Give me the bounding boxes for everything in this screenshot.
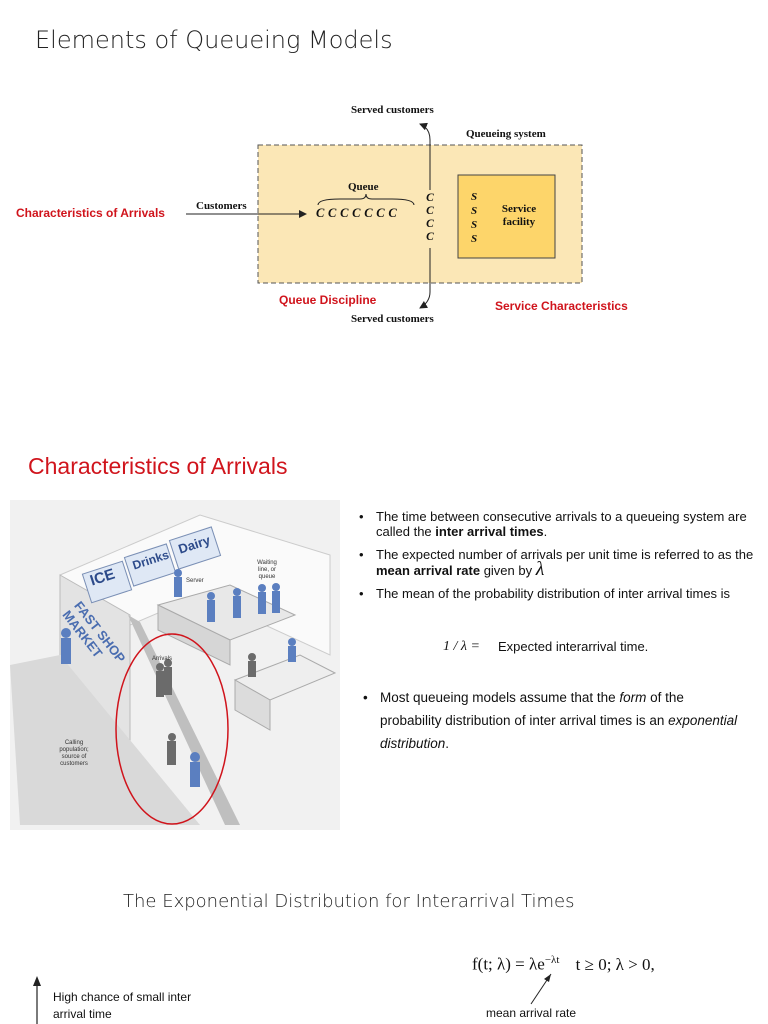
exponential-formula: f(t; λ) = λe−λt t ≥ 0; λ > 0, <box>472 954 655 974</box>
served-customers-bottom: Served customers <box>351 313 434 325</box>
queueing-system-label: Queueing system <box>466 128 546 140</box>
customers-label: Customers <box>196 200 247 212</box>
served-bottom-arrow <box>419 248 431 309</box>
queue-discipline-label: Queue Discipline <box>279 293 377 307</box>
formula-lhs: 1 / λ = <box>443 639 480 654</box>
high-chance-note: High chance of small inter arrival time <box>53 990 192 1021</box>
sign-drinks-bg <box>123 543 177 587</box>
service-characteristics-label: Service Characteristics <box>495 299 628 313</box>
arrivals-label: Arrivals <box>152 656 173 662</box>
service-facility-box <box>457 174 556 259</box>
bullet-mean-rate: The expected number of arrivals per unit… <box>356 547 766 580</box>
calling-population-label: Calling population; source of customers <box>59 740 89 767</box>
slide-3-arrows <box>33 973 552 1024</box>
queue-label: Queue <box>348 181 379 193</box>
exponential-bullet: Most queueing models assume that the for… <box>360 686 740 763</box>
arrivals-bullets: The time between consecutive arrivals to… <box>356 509 766 609</box>
bullet-exponential: Most queueing models assume that the for… <box>360 686 740 755</box>
queue-row: C C C C C C C <box>316 206 398 220</box>
served-top-arrow <box>419 122 431 190</box>
queue-brace <box>317 193 415 206</box>
store-illustration <box>10 500 340 830</box>
mean-arrival-rate-annotation: mean arrival rate <box>486 1006 577 1020</box>
characteristics-of-arrivals-label: Characteristics of Arrivals <box>16 206 165 220</box>
sign-ice-bg <box>81 560 133 604</box>
server-label: Server <box>186 578 204 584</box>
server-column: S S S S <box>470 191 478 245</box>
lambda-symbol: λ <box>535 558 545 580</box>
slide-1-title: Elements of Queueing Models <box>35 26 393 54</box>
queue-column: C C C C <box>426 192 434 243</box>
served-customers-top: Served customers <box>351 104 434 116</box>
bullet-inter-arrival: The time between consecutive arrivals to… <box>356 509 766 539</box>
waiting-line-label: Waiting line, or queue <box>257 560 277 580</box>
slide-2-title: Characteristics of Arrivals <box>28 453 288 479</box>
sign-dairy-bg <box>168 526 222 570</box>
arrivals-circle <box>115 633 229 825</box>
service-facility-label: Service facility <box>501 203 537 228</box>
queueing-diagram <box>186 122 583 309</box>
formula-rhs: Expected interarrival time. <box>498 639 649 654</box>
slide-3-title: The Exponential Distribution for Interar… <box>123 891 575 912</box>
bullet-mean-distribution: The mean of the probability distribution… <box>356 586 766 601</box>
